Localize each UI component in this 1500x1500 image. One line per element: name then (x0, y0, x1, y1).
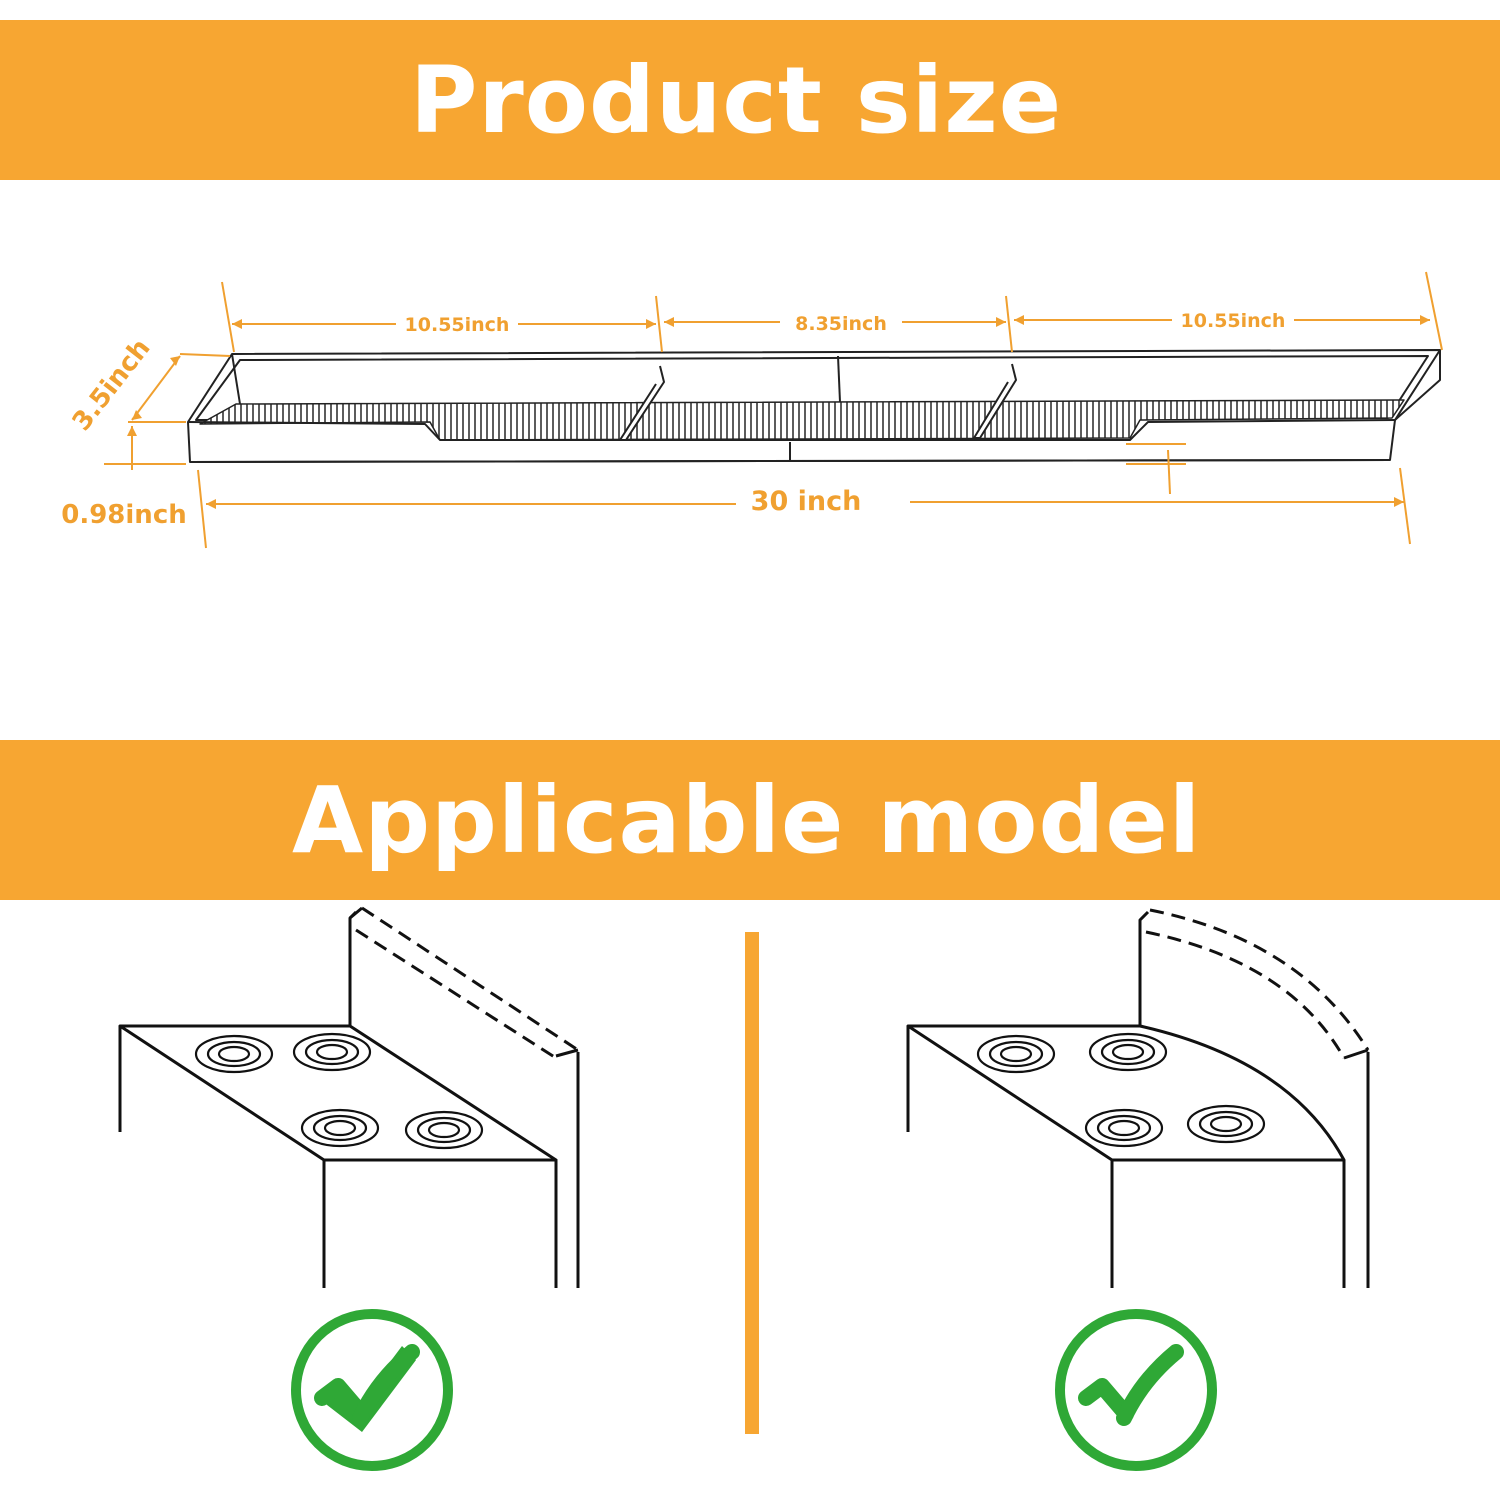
right-segment-label: 10.55inch (1181, 310, 1286, 332)
model-straight-drawing (118, 906, 580, 1288)
model-curved-drawing (906, 908, 1370, 1288)
tray-drawing (187, 349, 1441, 463)
dimension-arrowheads (127, 315, 1430, 509)
applicable-model-banner: Applicable model (0, 740, 1500, 900)
product-size-title: Product size (410, 46, 1063, 154)
dimension-lines (104, 271, 1443, 549)
left-segment-label: 10.55inch (405, 314, 510, 336)
middle-segment-label: 8.35inch (795, 313, 887, 335)
check-icon (1055, 1309, 1217, 1471)
total-length-label: 30 inch (751, 486, 862, 517)
height-label: 0.98inch (61, 500, 187, 530)
check-icon (291, 1309, 453, 1471)
product-size-banner: Product size (0, 20, 1500, 180)
applicable-model-title: Applicable model (292, 766, 1202, 874)
model-divider (745, 932, 759, 1434)
